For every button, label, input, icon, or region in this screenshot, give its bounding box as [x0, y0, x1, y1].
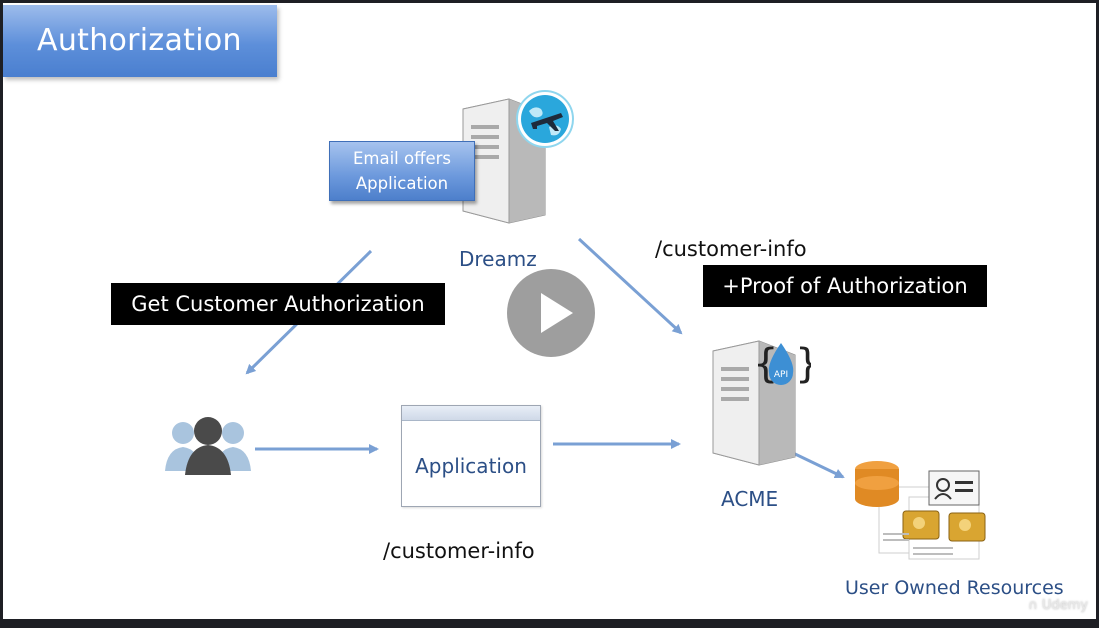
id-card-icon: [928, 470, 980, 506]
play-icon: [541, 293, 573, 333]
application-window: Application: [401, 405, 541, 507]
udemy-logo-icon: ∩: [1028, 598, 1038, 613]
email-offers-box: Email offers Application: [329, 141, 475, 201]
browser-window-icon: [402, 406, 540, 421]
users-icon: [165, 417, 251, 475]
arrow-acme-to-resources: [792, 451, 845, 479]
svg-text:}: }: [795, 341, 811, 387]
email-offers-line-1: Email offers: [352, 149, 452, 168]
api-drop-icon: { } API: [753, 341, 811, 387]
top-path-label: /customer-info: [655, 237, 807, 261]
proof-of-authorization-band: +Proof of Authorization: [703, 265, 987, 307]
email-offers-line-2: Application: [355, 174, 449, 193]
arrow-dreamz-to-acme: [577, 237, 683, 335]
slide-title-box: Authorization: [3, 5, 277, 77]
photo-icon: [902, 510, 986, 542]
play-button[interactable]: [507, 269, 595, 357]
user-owned-resources-icon: [855, 461, 986, 560]
slide-title: Authorization: [37, 23, 242, 58]
airplane-globe-icon: [516, 90, 574, 148]
dreamz-label: Dreamz: [459, 247, 537, 271]
slide: Authorization Email offers Application: [3, 3, 1096, 619]
bottom-path-label: /customer-info: [383, 539, 535, 563]
api-label: API: [774, 370, 788, 380]
user-owned-resources-label: User Owned Resources: [845, 577, 1064, 599]
database-icon: [855, 461, 899, 507]
application-label: Application: [415, 454, 527, 478]
acme-label: ACME: [721, 487, 779, 511]
get-customer-authorization-band: Get Customer Authorization: [111, 283, 445, 325]
udemy-watermark: ∩ Udemy: [1028, 598, 1088, 613]
